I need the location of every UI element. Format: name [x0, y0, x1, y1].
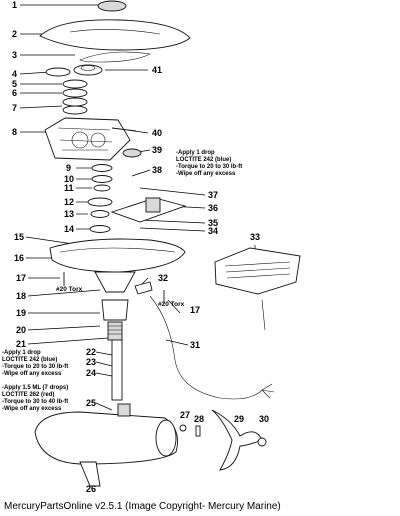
part-40-screw	[111, 127, 137, 132]
callout-37: 37	[208, 190, 219, 200]
copyright-footer: MercuryPartsOnline v2.5.1 (Image Copyrig…	[4, 501, 281, 512]
part-32-clip	[134, 281, 153, 295]
part-7-ring	[62, 97, 88, 107]
part-6-ring	[62, 88, 88, 98]
callout-10: 10	[64, 174, 75, 184]
torx-label-left: #20 Torx	[56, 286, 83, 293]
part-31-cable	[149, 295, 263, 400]
callout-28: 28	[194, 414, 205, 424]
part-18-cone	[94, 271, 136, 293]
part-11-bearing	[93, 184, 111, 192]
part-2-top-cover	[39, 19, 191, 51]
callout-2: 2	[12, 29, 18, 39]
part-25-mount	[117, 403, 131, 417]
callout-9: 9	[66, 163, 72, 173]
callout-15: 15	[14, 232, 25, 242]
callout-31: 31	[190, 340, 201, 350]
callout-17: 17	[16, 273, 27, 283]
part-19-collar	[101, 299, 129, 321]
callout-24: 24	[86, 368, 97, 378]
callout-35: 35	[208, 218, 219, 228]
callout-7: 7	[12, 103, 18, 113]
part-21-shaft-thread	[107, 321, 123, 341]
callout-26: 26	[86, 484, 97, 494]
callout-8: 8	[12, 127, 18, 137]
callout-39: 39	[152, 145, 163, 155]
callout-16: 16	[14, 253, 25, 263]
callout-21: 21	[16, 339, 27, 349]
callout-5: 5	[12, 79, 18, 89]
part-13-ring	[90, 210, 110, 218]
callout-36: 36	[208, 203, 219, 213]
part-28-pin	[195, 425, 201, 437]
part-16-lower-housing	[49, 238, 186, 273]
part-33-control-module	[214, 247, 301, 295]
part-22-tube	[111, 339, 123, 401]
part-5-ring	[62, 79, 88, 89]
callout-33: 33	[250, 232, 261, 242]
note-lower: -Apply 1.5 ML (7 drops) LOCTITE 262 (red…	[2, 385, 69, 412]
part-10-washer	[91, 175, 113, 183]
callout-1: 1	[12, 0, 18, 10]
callout-25: 25	[86, 398, 97, 408]
part-26-motor-housing	[34, 411, 179, 465]
callout-6: 6	[12, 88, 18, 98]
note-upper: -Apply 1 drop LOCTITE 242 (blue) -Torque…	[176, 150, 243, 177]
callout-14: 14	[64, 224, 75, 234]
callout-38: 38	[152, 165, 163, 175]
callout-20: 20	[16, 325, 27, 335]
part-1-cap	[97, 0, 127, 12]
callout-11: 11	[64, 183, 74, 193]
callout-17-right: 17	[190, 305, 201, 315]
part-30-prop-nut	[257, 437, 267, 447]
callout-32: 32	[158, 273, 169, 283]
part-8-gear-assembly	[44, 117, 131, 161]
callout-3: 3	[12, 50, 18, 60]
callout-12: 12	[64, 197, 75, 207]
part-9-washer	[91, 164, 113, 172]
note-left: -Apply 1 drop LOCTITE 242 (blue) -Torque…	[2, 350, 69, 377]
part-12-bearing	[87, 197, 113, 207]
part-39-gear	[122, 148, 142, 158]
part-3-gasket	[79, 51, 151, 63]
callout-4: 4	[12, 69, 18, 79]
part-27-washer	[179, 424, 187, 432]
part-4-disc	[45, 67, 71, 77]
callout-13: 13	[64, 209, 75, 219]
part-36-bracket	[145, 197, 161, 213]
callout-30: 30	[259, 414, 270, 424]
leader-lines	[19, 4, 256, 411]
part-14-seal	[89, 225, 111, 233]
callout-23: 23	[86, 357, 97, 367]
callout-18: 18	[16, 291, 27, 301]
callout-34: 34	[208, 226, 219, 236]
callout-40: 40	[152, 128, 163, 138]
part-41-bearing	[73, 64, 103, 76]
callout-27: 27	[180, 410, 191, 420]
torx-label-right: #20 Torx	[158, 301, 185, 308]
callout-29: 29	[234, 414, 245, 424]
callout-41: 41	[152, 65, 163, 75]
callout-22: 22	[86, 347, 97, 357]
callout-19: 19	[16, 308, 27, 318]
